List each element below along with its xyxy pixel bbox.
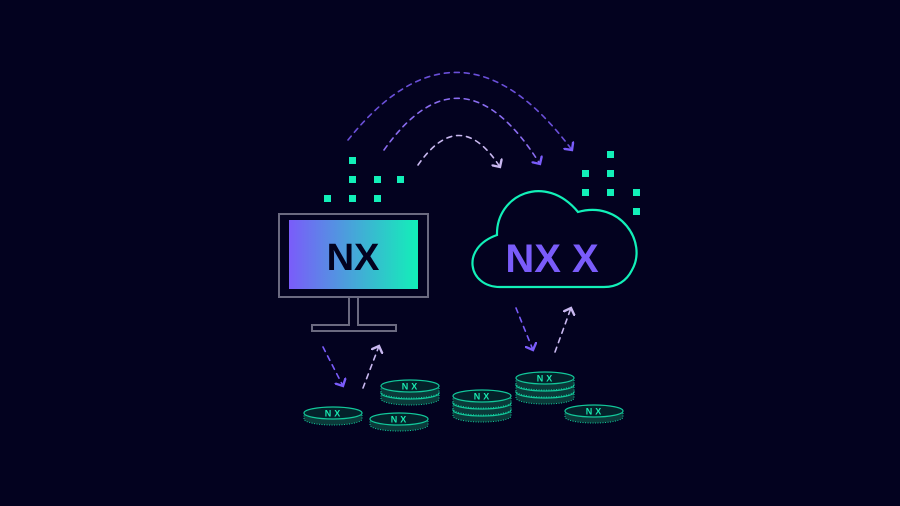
coin-label: NX <box>474 392 493 402</box>
coin-label: NX <box>586 407 605 417</box>
coin-stacks: NX NX NX NX NX NX <box>303 371 624 432</box>
coin-label: NX <box>537 374 556 384</box>
coin-stack: NX <box>380 379 440 406</box>
pixel-squares-right <box>582 151 640 215</box>
middle-arc-arrow <box>383 97 540 164</box>
coin-stack: NX <box>564 404 624 424</box>
coin-label: NX <box>402 382 421 392</box>
pixel-squares-left <box>324 157 404 202</box>
sync-arrows <box>347 71 572 167</box>
monitor: NX <box>278 213 429 332</box>
coin-label: NX <box>325 409 344 419</box>
exchange-arrows <box>322 308 571 389</box>
coin-stack: NX <box>369 412 429 432</box>
coin-stack: NX <box>515 371 575 405</box>
outer-arc-arrow <box>347 71 572 150</box>
monitor-stand <box>311 297 397 332</box>
coin-face <box>369 412 429 426</box>
coin-stack: NX <box>303 406 363 426</box>
monitor-label: NX <box>327 237 380 279</box>
cloud: NX X <box>471 190 638 289</box>
coin-face <box>380 379 440 393</box>
coin-label: NX <box>391 415 410 425</box>
coin-face <box>564 404 624 418</box>
coin-face <box>452 389 512 403</box>
coin-face <box>303 406 363 420</box>
inner-arc-arrow <box>417 134 500 167</box>
coin-stack: NX <box>452 389 512 423</box>
coin-face <box>515 371 575 385</box>
monitor-screen <box>289 220 418 289</box>
cloud-label: NX X <box>505 237 599 281</box>
